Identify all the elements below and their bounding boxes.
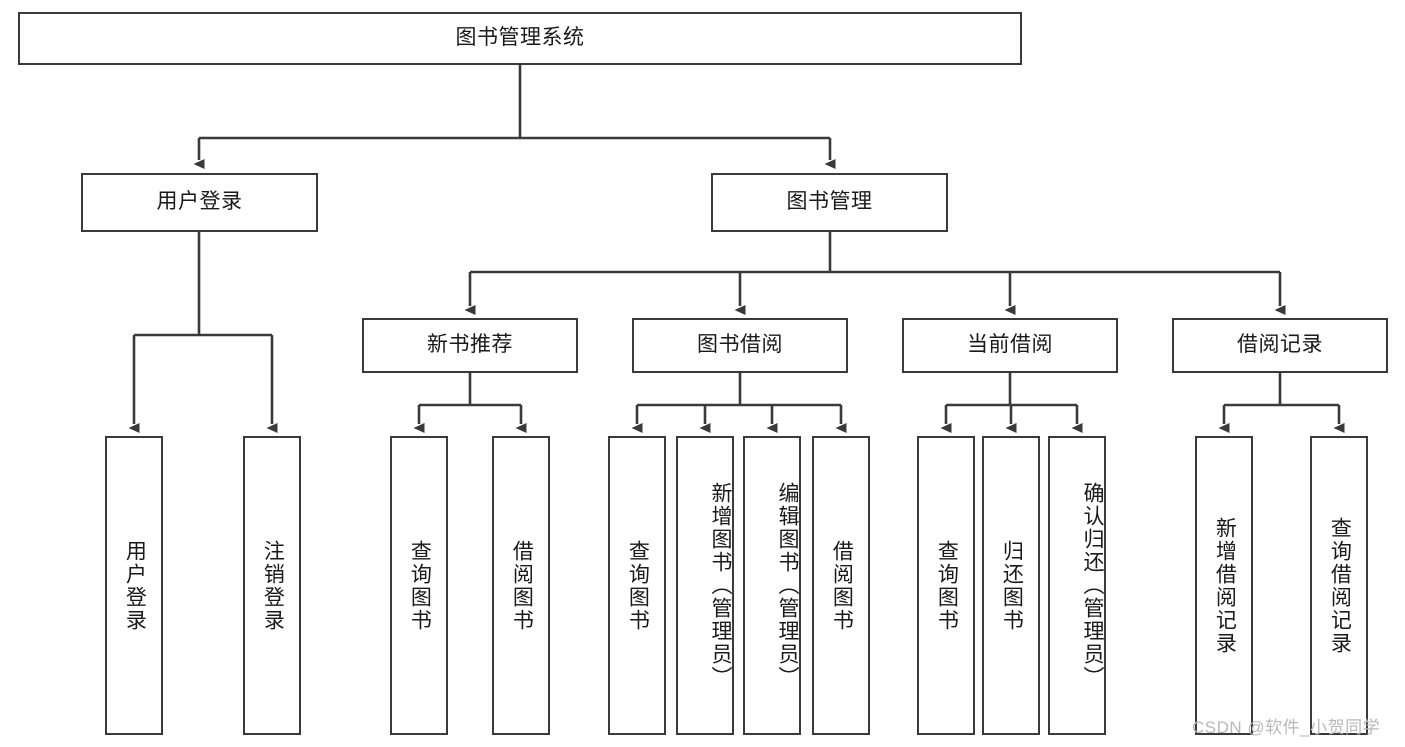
node-leaf-user-login-label: 用户登录 [123, 539, 147, 632]
node-leaf-add-book[interactable]: 新增图书（管理员） [676, 436, 734, 735]
node-book-manage[interactable]: 图书管理 [711, 173, 948, 232]
node-leaf-borrow-book-1[interactable]: 借阅图书 [492, 436, 550, 735]
node-leaf-query-book-2[interactable]: 查询图书 [608, 436, 666, 735]
node-leaf-confirm-return[interactable]: 确认归还（管理员） [1048, 436, 1106, 735]
node-leaf-edit-book[interactable]: 编辑图书（管理员） [743, 436, 801, 735]
node-leaf-edit-book-label: 编辑图书（管理员） [776, 482, 799, 689]
node-user-login-label: 用户登录 [156, 190, 243, 214]
node-leaf-add-book-label: 新增图书（管理员） [709, 482, 732, 689]
node-leaf-query-record[interactable]: 查询借阅记录 [1310, 436, 1368, 735]
node-leaf-query-book-3[interactable]: 查询图书 [917, 436, 975, 735]
watermark: CSDN @软件_小贺同学 [1192, 718, 1381, 737]
node-leaf-add-record-label: 新增借阅记录 [1213, 516, 1237, 655]
node-leaf-query-book-1-label: 查询图书 [408, 539, 432, 632]
node-root[interactable]: 图书管理系统 [18, 12, 1022, 65]
node-leaf-return-book[interactable]: 归还图书 [982, 436, 1040, 735]
node-leaf-borrow-book-1-label: 借阅图书 [510, 539, 534, 632]
node-leaf-borrow-book-2[interactable]: 借阅图书 [812, 436, 870, 735]
node-current-borrow[interactable]: 当前借阅 [902, 318, 1118, 373]
node-leaf-return-book-label: 归还图书 [1000, 539, 1024, 632]
node-new-book-recommend-label: 新书推荐 [427, 333, 513, 357]
node-leaf-query-book-1[interactable]: 查询图书 [390, 436, 448, 735]
node-leaf-add-record[interactable]: 新增借阅记录 [1195, 436, 1253, 735]
node-borrow-record-label: 借阅记录 [1237, 333, 1323, 357]
node-new-book-recommend[interactable]: 新书推荐 [362, 318, 578, 373]
node-user-login[interactable]: 用户登录 [81, 173, 318, 232]
node-book-borrow-label: 图书借阅 [697, 333, 783, 357]
node-book-manage-label: 图书管理 [786, 190, 873, 214]
node-leaf-user-logout[interactable]: 注销登录 [243, 436, 301, 735]
node-leaf-confirm-return-label: 确认归还（管理员） [1081, 482, 1104, 689]
node-leaf-borrow-book-2-label: 借阅图书 [830, 539, 854, 632]
node-leaf-query-book-2-label: 查询图书 [626, 539, 650, 632]
node-borrow-record[interactable]: 借阅记录 [1172, 318, 1388, 373]
node-root-label: 图书管理系统 [455, 26, 585, 50]
node-leaf-query-record-label: 查询借阅记录 [1328, 516, 1352, 655]
node-book-borrow[interactable]: 图书借阅 [632, 318, 848, 373]
node-leaf-user-login[interactable]: 用户登录 [105, 436, 163, 735]
node-current-borrow-label: 当前借阅 [967, 333, 1053, 357]
node-leaf-query-book-3-label: 查询图书 [935, 539, 959, 632]
node-leaf-user-logout-label: 注销登录 [261, 539, 285, 632]
